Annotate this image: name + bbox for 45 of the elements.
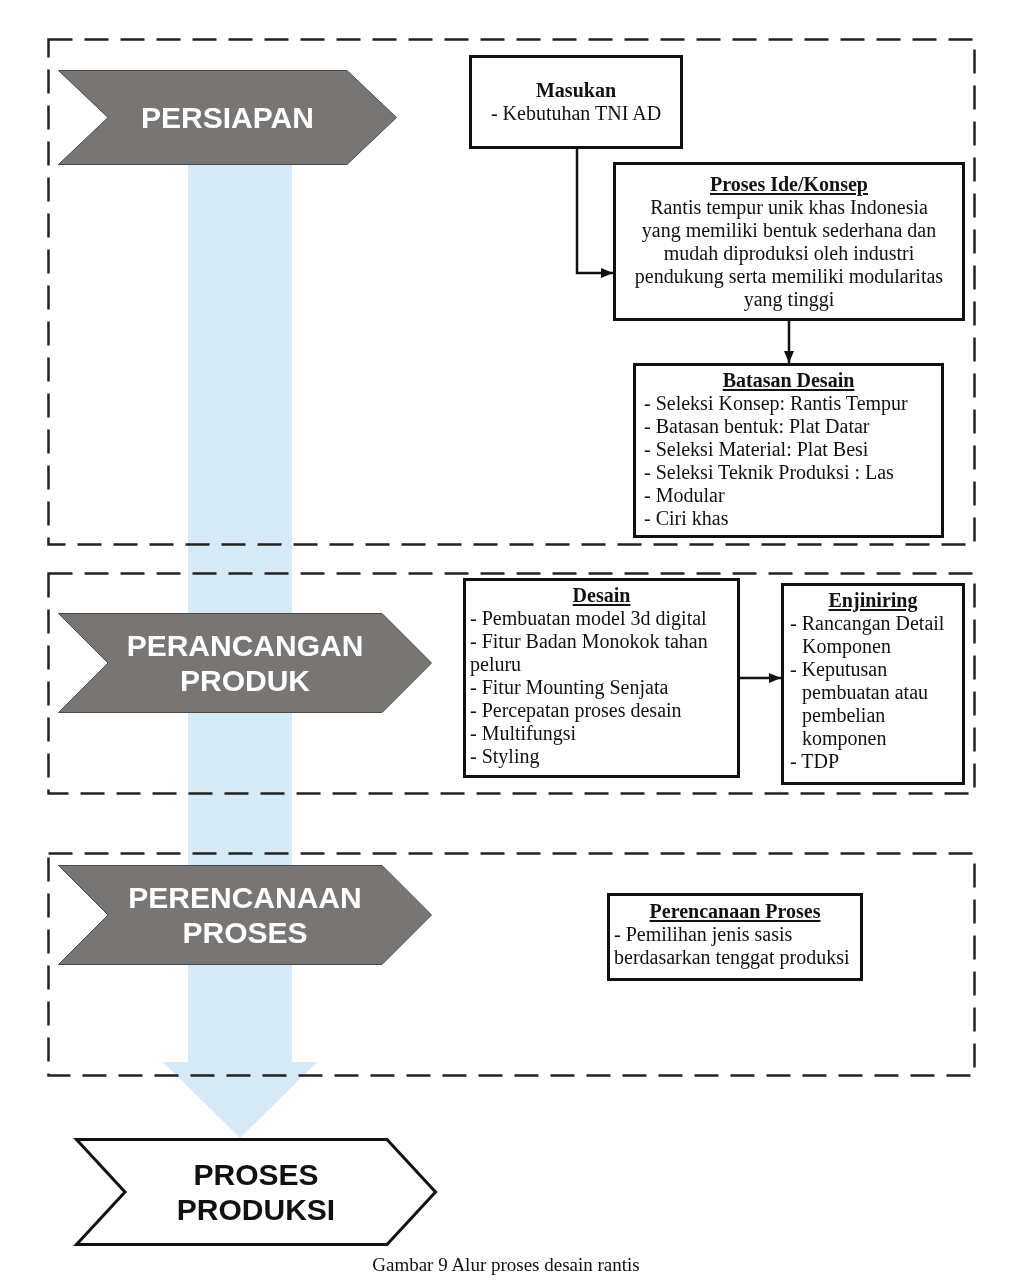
list-item: - Batasan bentuk: Plat Datar xyxy=(644,415,870,438)
list-item: - TDP xyxy=(790,750,840,773)
box-heading: Masukan xyxy=(536,79,616,102)
caption: Gambar 9 Alur proses desain rantis xyxy=(372,1254,640,1276)
list-item: - Modular xyxy=(644,484,725,507)
stage-chevron xyxy=(75,1138,437,1246)
dashed-section-frame xyxy=(47,572,976,795)
arrow xyxy=(784,321,794,363)
arrow xyxy=(740,673,781,683)
list-item: - Percepatan proses desain xyxy=(470,699,682,722)
stage-label: PERSIAPAN xyxy=(141,100,314,135)
stage-label: PERENCANAAN PROSES xyxy=(127,880,363,950)
process-box xyxy=(469,55,683,149)
list-item: - Fitur Mounting Senjata xyxy=(470,676,669,699)
box-heading: Proses Ide/Konsep xyxy=(710,172,868,196)
list-item: - Keputusan pembuatan atau pembelian komponen xyxy=(790,658,930,750)
process-box xyxy=(613,162,965,321)
list-item: - Seleksi Material: Plat Besi xyxy=(644,438,869,461)
process-box xyxy=(607,893,863,981)
list-item: - Seleksi Konsep: Rantis Tempur xyxy=(644,392,908,415)
list-item: - Multifungsi xyxy=(470,722,577,745)
list-item: - Pemilihan jenis sasis berdasarkan tenggat produksi xyxy=(614,923,851,969)
stage-chevron xyxy=(58,613,432,713)
list-item: - Fitur Badan Monokok tahan peluru xyxy=(470,630,709,676)
list-item: - Ciri khas xyxy=(644,507,729,530)
list-item: - Styling xyxy=(470,745,540,768)
process-box xyxy=(781,583,965,785)
dashed-section-frame xyxy=(47,852,976,1077)
dashed-section-frame xyxy=(47,38,976,546)
stage-label: PERANCANGAN PRODUK xyxy=(125,628,365,698)
process-box xyxy=(463,578,740,778)
list-item: - Seleksi Teknik Produksi : Las xyxy=(644,461,894,484)
box-heading: Enjiniring xyxy=(828,589,918,612)
list-item: - Kebutuhan TNI AD xyxy=(490,102,662,125)
stage-chevron xyxy=(58,70,397,165)
list-item: - Rancangan Detail Komponen xyxy=(790,612,946,658)
description-text: Rantis tempur unik khas Indonesia yang memiliki bentuk sederhana dan mudah diproduksi oleh industri pendukung serta memiliki modularitas yang tinggi xyxy=(633,195,945,311)
process-box xyxy=(633,363,944,538)
box-heading: Perencanaan Proses xyxy=(649,900,821,923)
stage-label: PROSES PRODUKSI xyxy=(175,1157,337,1227)
box-heading: Batasan Desain xyxy=(722,369,855,392)
box-heading: Desain xyxy=(572,584,631,607)
arrow xyxy=(575,149,613,278)
list-item: - Pembuatan model 3d digital xyxy=(470,607,707,630)
stage-chevron xyxy=(58,865,432,965)
